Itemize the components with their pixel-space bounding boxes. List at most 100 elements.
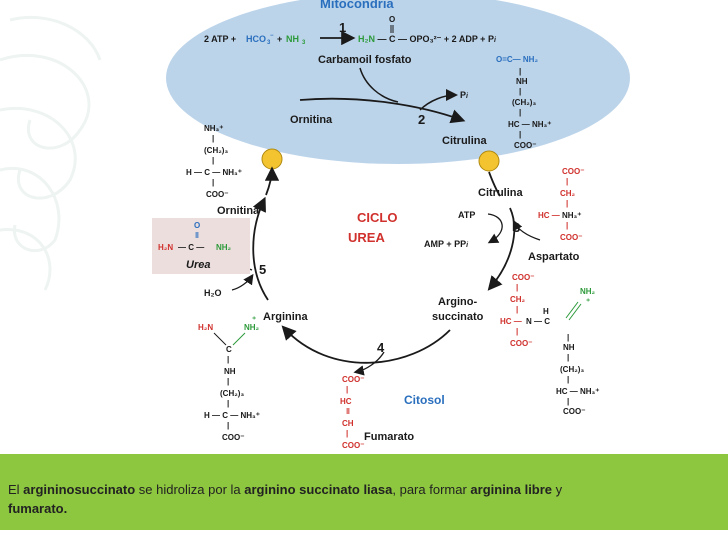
step-5-number: 5: [259, 262, 266, 277]
svg-text:H — C — NH₃⁺: H — C — NH₃⁺: [186, 168, 242, 177]
svg-text:N — C: N — C: [526, 317, 550, 326]
atp-label: 2 ATP +: [204, 34, 236, 44]
svg-text:|: |: [519, 108, 521, 117]
reaction-2-arrow: [299, 97, 466, 124]
carbamoyl-to-rxn2: [359, 67, 399, 103]
svg-text:|: |: [346, 385, 348, 394]
mito-citrulina-label: Citrulina: [442, 135, 487, 147]
svg-text:NH₂: NH₂: [216, 243, 232, 252]
argininosuccinate-structure: COO⁻ | CH₂ | HC — N — C | COO⁻ H NH₂ ⁺ |…: [500, 273, 599, 416]
svg-text:C: C: [226, 345, 232, 354]
atp-side-arrow: [487, 213, 503, 244]
fumarate-structure: COO⁻ | HC ‖ CH | COO⁻: [340, 375, 364, 450]
svg-text:⁺: ⁺: [252, 315, 256, 324]
svg-text:HC: HC: [340, 397, 352, 406]
svg-text:NH₂: NH₂: [580, 287, 596, 296]
svg-text:H: H: [543, 307, 549, 316]
citrulina-transporter: [478, 150, 500, 172]
svg-text:|: |: [212, 178, 214, 187]
cycle-arc-left: [252, 196, 269, 301]
svg-text:|: |: [567, 353, 569, 362]
cycle-arrow-citrulina-out: [488, 171, 501, 197]
svg-text:COO⁻: COO⁻: [563, 407, 585, 416]
svg-text:|: |: [346, 429, 348, 438]
caption-bar: El argininosuccinato se hidroliza por la…: [0, 454, 728, 530]
hco3-sub: 3: [267, 40, 271, 46]
svg-text:O=C— NH₂: O=C— NH₂: [496, 55, 538, 64]
svg-text:|: |: [212, 156, 214, 165]
cycle-title-1: CICLO: [357, 210, 397, 225]
svg-text:H — C — NH₃⁺: H — C — NH₃⁺: [204, 411, 260, 420]
fumarato-side-arrow: [353, 351, 385, 376]
svg-text:NH₂: NH₂: [244, 323, 260, 332]
svg-text:NH: NH: [224, 367, 236, 376]
svg-text:|: |: [566, 177, 568, 186]
svg-text:HC —: HC —: [500, 317, 522, 326]
pi-release: [419, 89, 458, 111]
svg-text:‖: ‖: [346, 407, 350, 416]
svg-text:|: |: [567, 375, 569, 384]
step-4-number: 4: [377, 340, 385, 355]
svg-text:H₂N: H₂N: [198, 323, 213, 332]
svg-text:|: |: [519, 130, 521, 139]
svg-text:|: |: [519, 67, 521, 76]
ornithine-structure: NH₃⁺ | (CH₂)₃ | H — C — NH₃⁺ | COO⁻: [186, 124, 242, 199]
caption-text: El argininosuccinato se hidroliza por la…: [8, 482, 563, 516]
svg-text:COO⁻: COO⁻: [206, 190, 228, 199]
step-2-number: 2: [418, 112, 425, 127]
arginina-label: Arginina: [263, 311, 308, 323]
aspartato-label: Aspartato: [528, 251, 580, 263]
svg-text:(CH₂)₃: (CH₂)₃: [512, 98, 536, 107]
hco3-charge: −: [270, 33, 274, 39]
svg-text:COO⁻: COO⁻: [222, 433, 244, 442]
atp-label-cyto: ATP: [458, 210, 475, 220]
svg-text:COO⁻: COO⁻: [562, 167, 584, 176]
svg-text:O: O: [194, 221, 200, 230]
citosol-label: Citosol: [404, 393, 445, 407]
svg-text:|: |: [566, 221, 568, 230]
svg-text:|: |: [227, 399, 229, 408]
h2o-label: H₂O: [204, 288, 222, 298]
decorative-swirl: [0, 15, 102, 291]
svg-text:|: |: [227, 377, 229, 386]
mitochondria-region: [166, 0, 630, 164]
cycle-arrow-ornitina-in: [264, 166, 280, 196]
svg-text:COO⁻: COO⁻: [514, 141, 536, 150]
svg-text:|: |: [227, 355, 229, 364]
arg-bond-right: [232, 332, 246, 346]
citrulina-cyto-label: Citrulina: [478, 187, 523, 199]
arg-bond-left: [213, 332, 227, 346]
svg-text:|: |: [567, 333, 569, 342]
svg-text:COO⁻: COO⁻: [342, 375, 364, 384]
mito-ornitina-label: Ornitina: [290, 114, 333, 126]
step-3-number: 3: [513, 220, 520, 235]
svg-text:COO⁻: COO⁻: [560, 233, 582, 242]
cycle-arc-right: [487, 207, 516, 291]
citrulline-structure-mito: O=C— NH₂ | NH | (CH₂)₃ | HC — NH₃⁺ | COO…: [496, 55, 551, 150]
svg-text:COO⁻: COO⁻: [512, 273, 534, 282]
svg-text:NH₃⁺: NH₃⁺: [204, 124, 223, 133]
svg-text:|: |: [566, 199, 568, 208]
svg-text:|: |: [519, 87, 521, 96]
svg-text:CH₂: CH₂: [510, 295, 526, 304]
svg-text:|: |: [516, 305, 518, 314]
aspartato-side-arrow: [512, 219, 541, 241]
svg-text:|: |: [212, 134, 214, 143]
nh3-sub: 3: [302, 40, 306, 46]
nh3-label: NH: [286, 34, 299, 44]
carbamoyl-formula: H₂N — C — OPO₃²⁻ + 2 ADP + Pi: [358, 34, 497, 44]
svg-text:HC — NH₃⁺: HC — NH₃⁺: [538, 211, 581, 220]
svg-text:|: |: [227, 421, 229, 430]
urea-structure: O ‖ H₂N — C — NH₂: [158, 221, 232, 252]
pi-label: Pi: [460, 90, 469, 100]
c-nh2-double-bond: [565, 301, 579, 319]
svg-text:|: |: [567, 397, 569, 406]
svg-text:(CH₂)₃: (CH₂)₃: [220, 389, 244, 398]
arginosuccinato-label-2: succinato: [432, 311, 484, 323]
svg-text:(CH₂)₃: (CH₂)₃: [204, 146, 228, 155]
c-nh2-double-bond-2: [568, 303, 582, 321]
plus-1: +: [277, 34, 282, 44]
svg-text:(CH₂)₃: (CH₂)₃: [560, 365, 584, 374]
svg-text:H₂N: H₂N: [158, 243, 173, 252]
